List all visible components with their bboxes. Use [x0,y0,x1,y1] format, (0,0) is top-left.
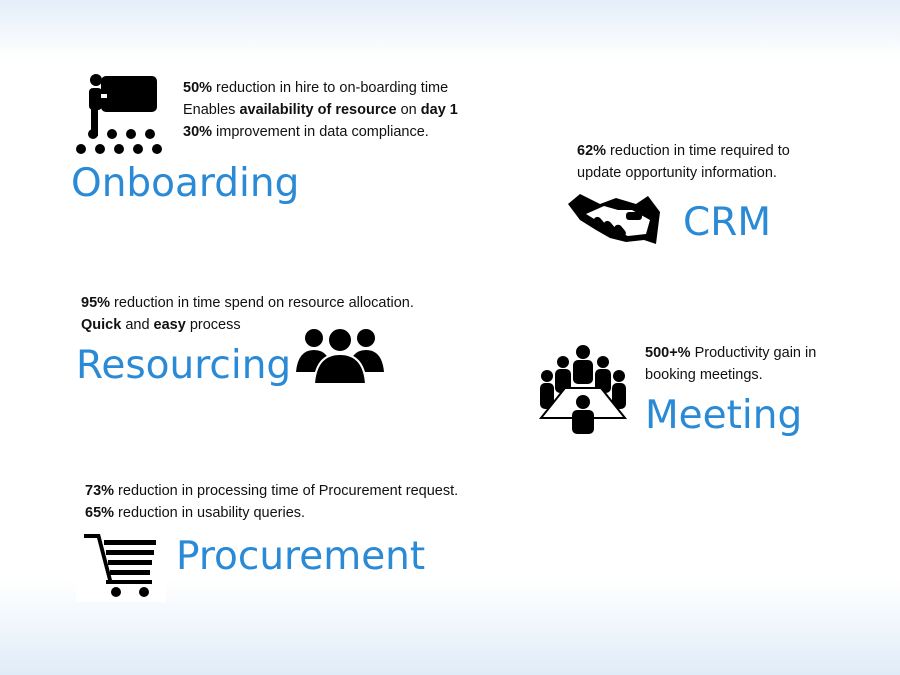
shopping-cart-icon [76,528,166,602]
meeting-table-icon [538,345,628,434]
bold-text: 30% [183,124,213,140]
crm-title: CRM [683,200,771,245]
text: reduction in usability queries. [114,505,306,521]
description-line: 73% reduction in processing time of Proc… [85,480,458,502]
description-line: 500+% Productivity gain in [645,342,816,364]
text: Productivity gain in [690,345,817,361]
description-line: 65% reduction in usability queries. [85,502,458,524]
bold-text: 500+% [645,345,691,361]
bold-text: 62% [577,143,607,159]
handshake-icon [568,194,660,244]
description-line: 95% reduction in time spend on resource … [81,292,414,314]
text: booking meetings. [645,367,763,383]
presentation-audience-icon [76,74,162,154]
description-line: Quick and easy process [81,314,414,336]
crm-description: 62% reduction in time required to update … [577,140,790,184]
text: reduction in processing time of Procurem… [114,483,459,499]
bold-text: day 1 [420,102,458,118]
description-line: 50% reduction in hire to on-boarding tim… [183,77,458,99]
text: on [396,102,421,118]
text: reduction in time required to [606,143,790,159]
text: and [121,317,154,333]
text: process [185,317,241,333]
resourcing-title: Resourcing [76,343,292,388]
procurement-title: Procurement [176,534,426,579]
bold-text: availability of resource [239,102,397,118]
description-line: 62% reduction in time required to [577,140,790,162]
bold-text: easy [153,317,186,333]
bold-text: Quick [81,317,122,333]
bold-text: 65% [85,505,115,521]
bold-text: 73% [85,483,115,499]
description-line: 30% improvement in data compliance. [183,121,458,143]
bold-text: 50% [183,80,213,96]
people-group-icon [296,327,384,384]
meeting-description: 500+% Productivity gain in booking meetin… [645,342,816,386]
procurement-description: 73% reduction in processing time of Proc… [85,480,458,524]
text: reduction in time spend on resource allo… [110,295,414,311]
text: update opportunity information. [577,165,777,181]
onboarding-title: Onboarding [71,161,300,206]
description-line: booking meetings. [645,364,816,386]
text: Enables [183,102,240,118]
onboarding-description: 50% reduction in hire to on-boarding tim… [183,77,458,143]
description-line: Enables availability of resource on day … [183,99,458,121]
meeting-title: Meeting [645,393,803,438]
description-line: update opportunity information. [577,162,790,184]
resourcing-description: 95% reduction in time spend on resource … [81,292,414,336]
text: improvement in data compliance. [212,124,429,140]
text: reduction in hire to on-boarding time [212,80,449,96]
bold-text: 95% [81,295,111,311]
